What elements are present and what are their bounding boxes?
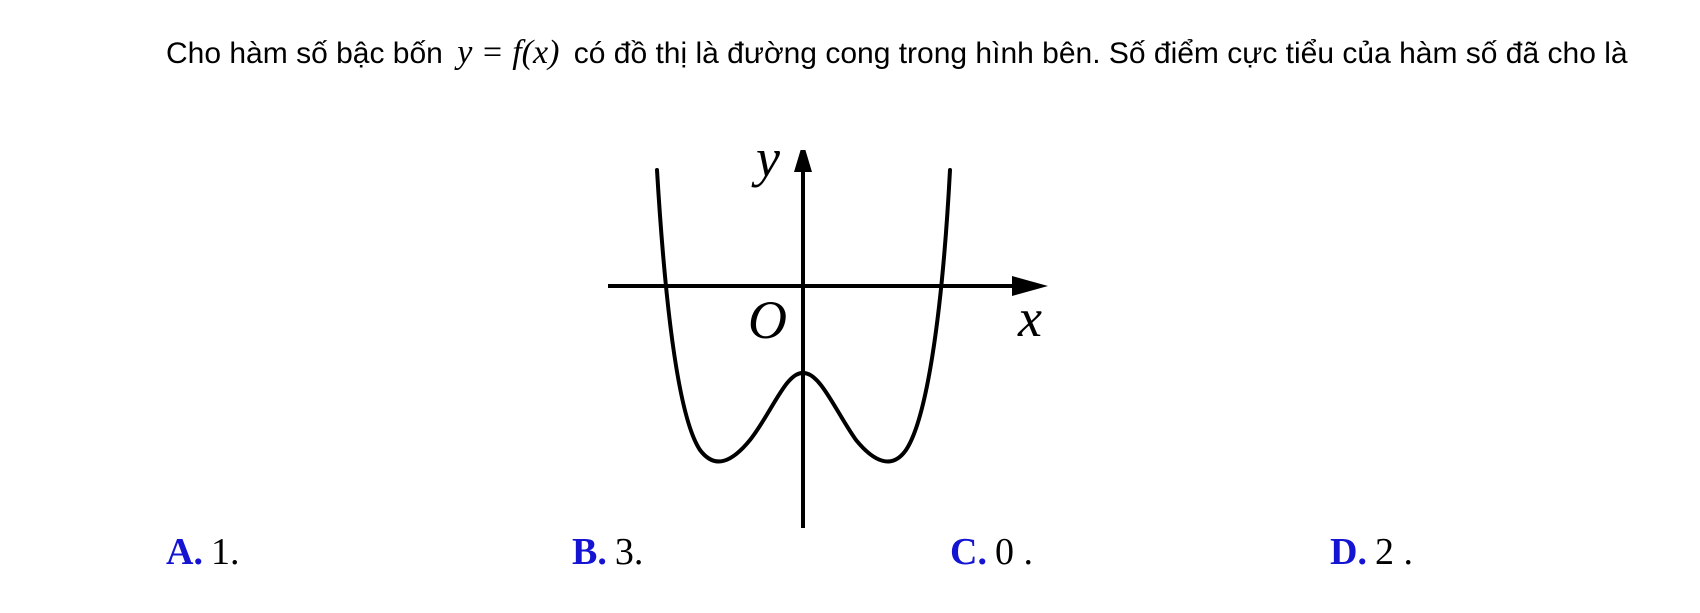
question-text-before: Cho hàm số bậc bốn: [166, 37, 443, 70]
question-text: Cho hàm số bậc bốn y = f(x) có đồ thị là…: [166, 24, 1686, 83]
answer-a-letter: A.: [166, 531, 203, 573]
function-expression: y = f(x): [457, 34, 560, 71]
answer-b-letter: B.: [572, 531, 607, 573]
question-text-after: có đồ thị là đường cong trong hình bên. …: [573, 37, 1628, 70]
answer-a[interactable]: A.1.: [166, 527, 239, 577]
graph-svg: y x O: [608, 150, 1048, 528]
answer-d-letter: D.: [1330, 531, 1367, 573]
y-axis-arrow: [794, 150, 812, 172]
answer-c[interactable]: C.0 .: [950, 527, 1033, 577]
quartic-curve: [655, 168, 952, 464]
answer-b-value: 3.: [614, 531, 644, 573]
origin-label: O: [748, 290, 787, 350]
function-graph: y x O: [600, 150, 1100, 530]
answer-d-value: 2 .: [1374, 531, 1413, 573]
answer-c-value: 0 .: [994, 531, 1033, 573]
x-axis-arrow: [1012, 276, 1048, 296]
answer-a-value: 1.: [210, 531, 240, 573]
x-axis-label: x: [1017, 288, 1042, 348]
answer-c-letter: C.: [950, 531, 987, 573]
answer-b[interactable]: B.3.: [572, 527, 643, 577]
y-axis-label: y: [751, 150, 780, 188]
answer-d[interactable]: D.2 .: [1330, 527, 1413, 577]
